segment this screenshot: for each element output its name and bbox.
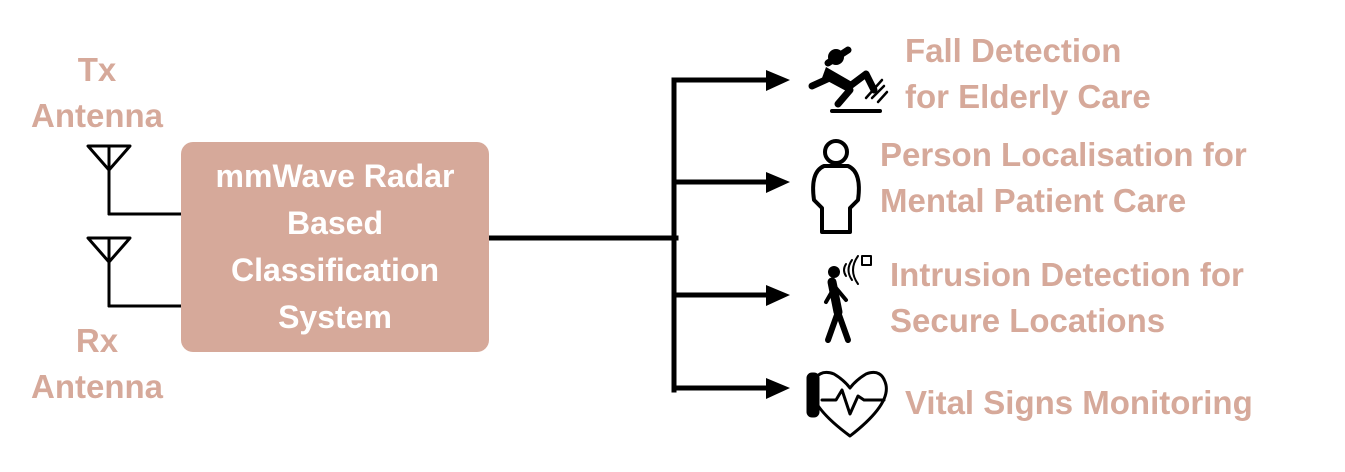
rx-label-line1: Rx bbox=[75, 322, 119, 359]
tx-label-line1: Tx bbox=[77, 51, 117, 88]
person-outline-icon bbox=[811, 139, 861, 234]
arrowhead-vital bbox=[766, 378, 790, 399]
localisation-label-line1: Person Localisation for bbox=[880, 136, 1247, 173]
arrowhead-fall bbox=[766, 70, 790, 91]
tx-label-line2: Antenna bbox=[31, 97, 163, 134]
system-label-line3: Classification bbox=[230, 252, 440, 288]
system-label-line4: System bbox=[278, 299, 392, 335]
arrowhead-localisation bbox=[766, 172, 790, 193]
falling-person-icon bbox=[808, 46, 889, 113]
rx-antenna-label: Rx Antenna bbox=[20, 318, 174, 410]
tx-antenna-label: Tx Antenna bbox=[20, 47, 174, 139]
fall-label-line2: for Elderly Care bbox=[905, 78, 1151, 115]
system-label-line2: Based bbox=[286, 205, 384, 241]
walking-person-radar-icon bbox=[824, 255, 872, 343]
output-connectors bbox=[486, 77, 771, 393]
system-label-line1: mmWave Radar bbox=[215, 158, 455, 194]
person-localisation-label: Person Localisation for Mental Patient C… bbox=[880, 132, 1247, 224]
intrusion-label-line2: Secure Locations bbox=[890, 302, 1166, 339]
intrusion-detection-label: Intrusion Detection for Secure Locations bbox=[890, 252, 1244, 344]
classification-system-label: mmWave Radar Based Classification System bbox=[190, 153, 480, 341]
classification-system-box: mmWave Radar Based Classification System bbox=[181, 142, 489, 352]
vital-signs-label: Vital Signs Monitoring bbox=[905, 380, 1253, 426]
arrowheads bbox=[766, 70, 790, 399]
fall-detection-label: Fall Detection for Elderly Care bbox=[905, 28, 1151, 120]
tx-antenna-icon bbox=[86, 144, 186, 216]
rx-antenna-icon bbox=[86, 236, 186, 308]
vital-label-line1: Vital Signs Monitoring bbox=[905, 384, 1253, 421]
arrowhead-intrusion bbox=[766, 285, 790, 306]
heart-pulse-icon bbox=[806, 370, 888, 438]
localisation-label-line2: Mental Patient Care bbox=[880, 182, 1187, 219]
fall-label-line1: Fall Detection bbox=[905, 32, 1122, 69]
rx-label-line2: Antenna bbox=[31, 368, 163, 405]
intrusion-label-line1: Intrusion Detection for bbox=[890, 256, 1244, 293]
